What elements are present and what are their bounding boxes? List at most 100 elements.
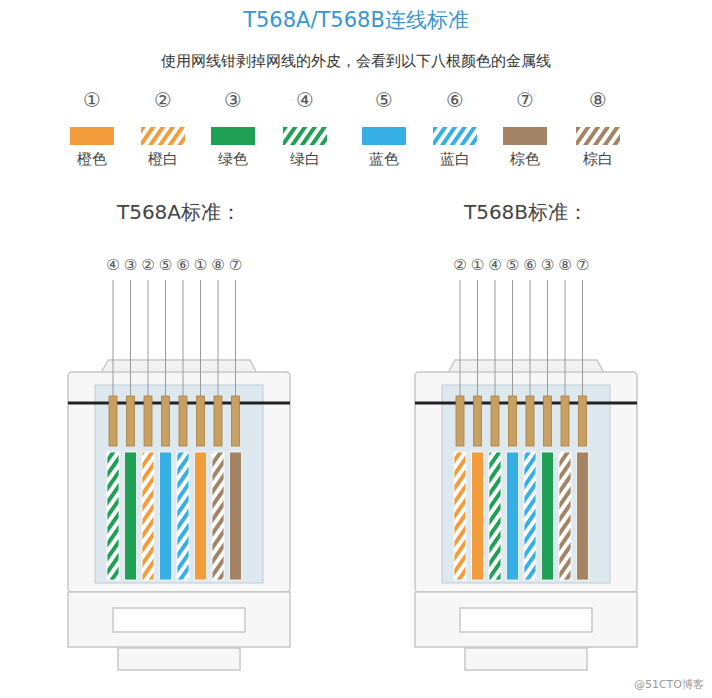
gold-pin	[127, 396, 135, 446]
gold-pin	[579, 396, 587, 446]
gold-pin	[197, 396, 205, 446]
wire	[160, 452, 172, 580]
wire	[489, 452, 501, 580]
wire	[195, 452, 207, 580]
gold-pin	[544, 396, 552, 446]
color-swatch	[70, 127, 114, 145]
wire	[524, 452, 536, 580]
leader-line	[495, 280, 496, 396]
wire	[472, 452, 484, 580]
swatch-fill	[283, 127, 327, 145]
leader-line	[565, 280, 566, 396]
legend-label: 蓝色	[369, 150, 399, 168]
wire	[142, 452, 154, 580]
leader-line	[547, 280, 548, 396]
pin-number: ①	[194, 256, 207, 274]
legend-label: 蓝白	[440, 150, 470, 168]
leader-line	[130, 280, 131, 396]
wire	[507, 452, 519, 580]
color-swatch	[362, 127, 406, 145]
callout-number: ⑤	[375, 88, 393, 112]
connector-plug: ②①④⑤⑥③⑧⑦T568B标准：	[407, 190, 645, 675]
legend-label: 棕色	[510, 150, 540, 168]
latch-tab	[465, 648, 587, 670]
gold-pin	[474, 396, 482, 446]
wire	[559, 452, 571, 580]
callout-number: ④	[296, 88, 314, 112]
plug-window	[442, 385, 610, 583]
wire	[107, 452, 119, 580]
leader-line	[200, 280, 201, 396]
plug-latch	[415, 592, 637, 647]
pin-number: ①	[471, 256, 484, 274]
swatch-fill	[141, 127, 185, 145]
gold-pin	[144, 396, 152, 446]
gold-pin	[232, 396, 240, 446]
wire	[125, 452, 137, 580]
pin-number: ⑤	[159, 256, 172, 274]
color-swatch	[576, 127, 620, 145]
pin-number: ⑤	[506, 256, 519, 274]
leader-line	[165, 280, 166, 396]
leader-line	[530, 280, 531, 396]
leader-line	[148, 280, 149, 396]
wire	[177, 452, 189, 580]
callout-number: ①	[83, 88, 101, 112]
leader-line	[113, 280, 114, 396]
standard-heading: T568A标准：	[117, 200, 241, 224]
pin-number: ⑦	[576, 256, 589, 274]
callout-number: ⑥	[446, 88, 464, 112]
leader-line	[582, 280, 583, 396]
gold-pin	[456, 396, 464, 446]
leader-line	[218, 280, 219, 396]
gold-pin	[214, 396, 222, 446]
connector-plug: ④③②⑤⑥①⑧⑦T568A标准：	[60, 190, 298, 675]
swatch-fill	[70, 127, 114, 145]
pin-number: ③	[541, 256, 554, 274]
legend-label: 棕白	[583, 150, 613, 168]
swatch-fill	[211, 127, 255, 145]
color-swatch	[283, 127, 327, 145]
callout-number: ⑧	[589, 88, 607, 112]
wire	[454, 452, 466, 580]
plug-latch	[68, 592, 290, 647]
subtitle: 使用网线钳剥掉网线的外皮，会看到以下八根颜色的金属线	[161, 52, 551, 70]
pin-number: ④	[106, 256, 119, 274]
pin-number: ⑥	[176, 256, 189, 274]
callout-number: ⑦	[516, 88, 534, 112]
color-swatch	[141, 127, 185, 145]
pin-number: ⑧	[211, 256, 224, 274]
pin-number: ③	[124, 256, 137, 274]
pin-number: ⑧	[558, 256, 571, 274]
wire	[542, 452, 554, 580]
latch-slot	[460, 608, 592, 632]
leader-line	[512, 280, 513, 396]
swatch-fill	[362, 127, 406, 145]
gold-pin	[109, 396, 117, 446]
wire	[212, 452, 224, 580]
title: T568A/T568B连线标准	[243, 8, 469, 33]
pin-number: ④	[488, 256, 501, 274]
standard-heading: T568B标准：	[464, 200, 588, 224]
wire	[577, 452, 589, 580]
leader-line	[235, 280, 236, 396]
color-swatch	[433, 127, 477, 145]
gold-pin	[162, 396, 170, 446]
plug-body	[68, 372, 290, 592]
color-swatch	[211, 127, 255, 145]
legend-label: 绿白	[290, 150, 320, 168]
pin-number: ⑥	[523, 256, 536, 274]
gold-pin	[509, 396, 517, 446]
wire	[230, 452, 242, 580]
leader-line	[460, 280, 461, 396]
pin-number: ⑦	[229, 256, 242, 274]
callout-number: ③	[224, 88, 242, 112]
leader-line	[477, 280, 478, 396]
swatch-fill	[433, 127, 477, 145]
callout-number: ②	[154, 88, 172, 112]
leader-line	[183, 280, 184, 396]
gold-pin	[526, 396, 534, 446]
gold-pin	[491, 396, 499, 446]
legend-label: 橙白	[148, 150, 178, 168]
